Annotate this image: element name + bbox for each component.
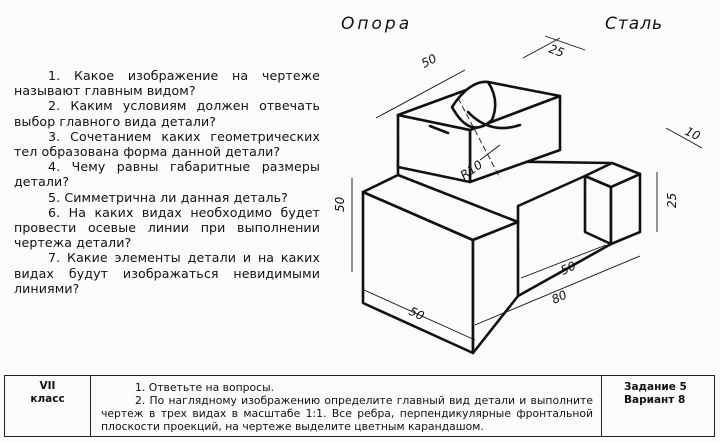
isometric-part-drawing: 50 25 R10 10 25 50 50 50 80	[333, 35, 703, 355]
cutout-inner-arc	[466, 110, 522, 130]
part-name: Опора	[341, 14, 413, 34]
task-cell: 1. Ответьте на вопросы. 2. По наглядному…	[91, 376, 602, 436]
material-label: Сталь	[605, 14, 664, 34]
rib-top-face	[583, 161, 642, 189]
question-5: 5. Симметрична ли данная деталь?	[48, 189, 288, 205]
dim-right-thickness: 10	[683, 124, 703, 143]
variant-cell: Задание 5 Вариант 8	[602, 376, 714, 436]
dim-top-length: 50	[419, 51, 439, 71]
question-4: 4. Чему равны габаритные размеры детали?	[14, 159, 320, 190]
question-2: 2. Каким условиям должен отвечать выбор …	[14, 98, 320, 129]
step-back-line	[516, 242, 613, 298]
task-footer-table: VII класс 1. Ответьте на вопросы. 2. По …	[4, 375, 715, 437]
cutout-edge	[428, 124, 450, 135]
grade-cell: VII класс	[5, 376, 91, 436]
semicircle-cutout	[450, 80, 497, 129]
task-1: 1. Ответьте на вопросы.	[135, 381, 275, 394]
dim-top-width: 25	[547, 42, 566, 60]
step-front-face	[471, 220, 520, 355]
task-2: 2. По наглядному изображению определите …	[101, 394, 593, 433]
dim-total-length: 80	[549, 287, 569, 306]
variant-number: Вариант 8	[624, 394, 686, 406]
dim-left-height: 50	[333, 196, 347, 212]
questions-list: 1. Какое изображение на чертеже называют…	[14, 68, 320, 296]
grade-number: VII	[39, 380, 56, 392]
step-floor-line	[516, 174, 587, 224]
dim-front-width: 50	[407, 304, 427, 323]
dim-step-length: 50	[558, 258, 578, 277]
dim-right-height: 25	[665, 193, 679, 208]
question-7: 7. Какие элементы детали и на каких вида…	[14, 250, 320, 296]
question-1: 1. Какое изображение на чертеже называют…	[14, 68, 320, 99]
question-6: 6. На каких видах необходимо будет прове…	[14, 204, 320, 251]
question-3: 3. Сочетанием каких геометрических тел о…	[14, 128, 320, 160]
grade-word: класс	[30, 393, 65, 405]
assignment-number: Задание 5	[624, 381, 687, 393]
